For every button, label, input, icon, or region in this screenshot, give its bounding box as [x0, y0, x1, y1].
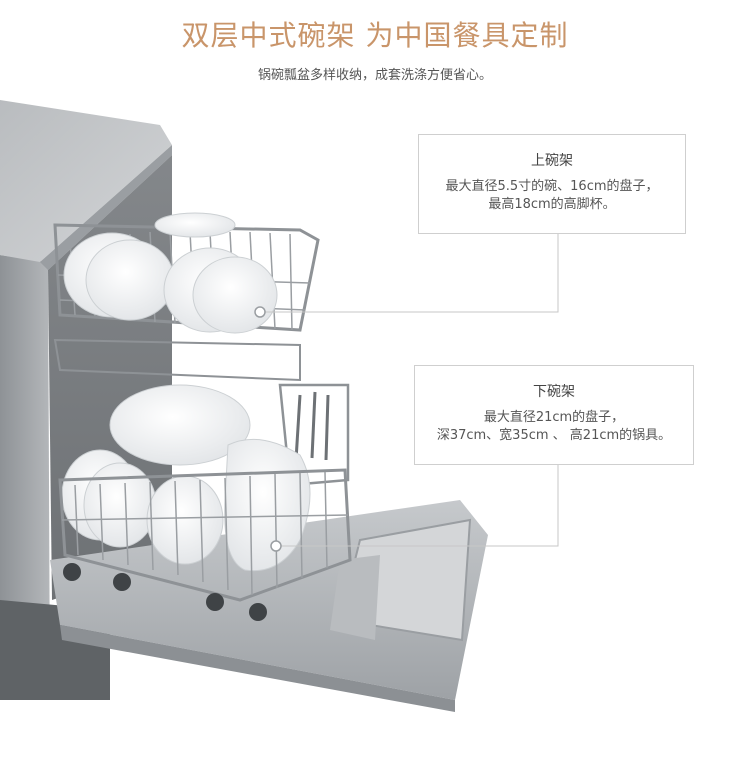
lower-rack-line1: 最大直径21cm的盘子， [483, 410, 625, 425]
lower-rack-marker [270, 540, 282, 552]
upper-rack-line2: 最高18cm的高脚杯。 [488, 197, 616, 212]
upper-rack-marker [254, 306, 266, 318]
upper-rack-line1: 最大直径5.5寸的碗、16cm的盘子， [445, 179, 659, 194]
lower-rack-callout: 下碗架 最大直径21cm的盘子， 深37cm、宽35cm 、 高21cm的锅具。 [414, 365, 694, 465]
lower-rack-title: 下碗架 [533, 384, 575, 400]
page-subtitle: 锅碗瓢盆多样收纳，成套洗涤方便省心。 [257, 68, 492, 83]
upper-rack [53, 212, 320, 382]
page-title: 双层中式碗架 为中国餐具定制 [181, 19, 569, 52]
callout-connectors [260, 234, 559, 547]
lower-rack [58, 383, 352, 621]
upper-rack-callout: 上碗架 最大直径5.5寸的碗、16cm的盘子， 最高18cm的高脚杯。 [418, 134, 686, 234]
upper-rack-title: 上碗架 [531, 153, 573, 169]
lower-rack-line2: 深37cm、宽35cm 、 高21cm的锅具。 [436, 428, 672, 443]
